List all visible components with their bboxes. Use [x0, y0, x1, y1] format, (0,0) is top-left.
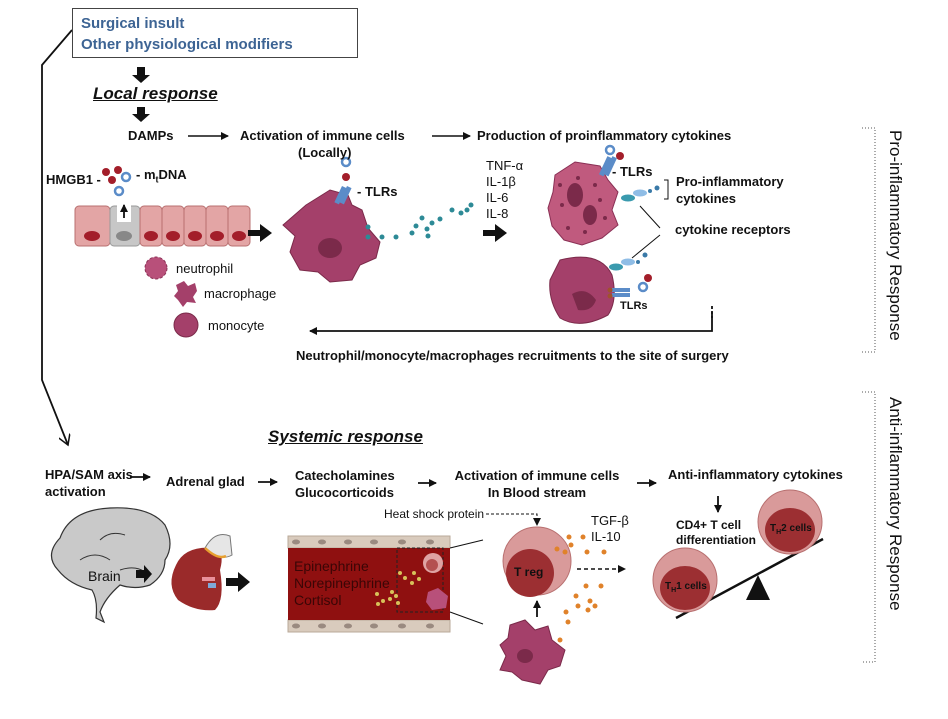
recruitment-label: Neutrophil/monocyte/macrophages recruitm…: [296, 348, 729, 363]
trigger-line-1: Surgical insult: [81, 15, 185, 32]
treg-cell: [502, 526, 572, 597]
neutrophil-legend-icon: [144, 256, 168, 280]
cytokine-il8: IL-8: [486, 206, 509, 221]
legend-macrophage: macrophage: [204, 286, 277, 301]
pro-cytokines-line-1: Pro-inflammatory: [676, 174, 784, 189]
macrophage-legend-icon: [174, 281, 197, 307]
flow-hpa: HPA/SAM axis activation: [45, 466, 133, 500]
tlrs-label-macrophage: - TLRs: [357, 184, 398, 199]
th2-cell: [757, 489, 823, 555]
anti-cytokine-list: TGF-β IL-10: [591, 513, 629, 545]
hormone-norepinephrine: Norepinephrine: [294, 575, 390, 591]
mtdna-prefix: - m: [136, 167, 156, 182]
trigger-box: Surgical insult Other physiological modi…: [72, 8, 358, 58]
th2-label: TH2 cells: [770, 523, 812, 536]
hormone-epinephrine: Epinephrine: [294, 558, 369, 574]
brain-illustration: [50, 507, 171, 624]
local-response-title: Local response: [93, 84, 218, 103]
th1-suffix: 1 cells: [676, 581, 707, 592]
flow-adrenal: Adrenal glad: [166, 474, 245, 489]
mtdna-sub: t: [155, 174, 159, 185]
flow-catecholamines-line-1: Catecholamines: [295, 468, 395, 483]
systemic-response-title: Systemic response: [268, 427, 423, 446]
recruitment-arrow: [309, 312, 713, 335]
cytokine-il1b: IL-1β: [486, 174, 516, 189]
cd4-label: CD4+ T cell differentiation: [676, 518, 756, 548]
seesaw-fulcrum: [746, 575, 770, 600]
systemic-macrophage: [499, 619, 566, 685]
legend-monocyte: monocyte: [208, 318, 265, 333]
activated-neutrophil: [547, 144, 660, 246]
flow-damps: DAMPs: [128, 128, 174, 143]
anti-inflammatory-side-label: Anti-inflammatory Response: [886, 397, 905, 611]
th2-suffix: 2 cells: [781, 523, 812, 534]
flow-activation: Activation of immune cells: [240, 128, 405, 143]
tlrs-label-neutrophil: - TLRs: [612, 164, 653, 179]
adrenal-kidney-illustration: [171, 534, 233, 611]
th1-label: TH1 cells: [665, 581, 707, 594]
pro-cytokine-bracket: [664, 179, 669, 200]
systemic-connector-line: [41, 29, 73, 445]
heat-shock-arrow: [486, 513, 541, 526]
hormone-list: Epinephrine Norepinephrine Cortisol: [294, 558, 390, 609]
flow-hpa-line-1: HPA/SAM axis: [45, 467, 133, 482]
pro-bracket: [862, 127, 876, 353]
cytokine-receptors-label: cytokine receptors: [675, 222, 791, 237]
flow-activation-blood: Activation of immune cells In Blood stre…: [442, 467, 632, 501]
trigger-line-2: Other physiological modifiers: [81, 36, 293, 53]
zoom-line-bottom: [449, 611, 484, 625]
flow-locally: (Locally): [298, 145, 352, 160]
cytokine-tgfb: TGF-β: [591, 513, 629, 528]
down-arrow-1: [132, 67, 150, 83]
mtdna-suffix: DNA: [158, 167, 187, 182]
pro-cytokines-label: Pro-inflammatory cytokines: [676, 173, 784, 207]
th1-cell: [652, 547, 718, 613]
anti-bracket: [862, 391, 876, 663]
flow-production: Production of proinflammatory cytokines: [477, 128, 732, 143]
activated-macrophage: [282, 156, 381, 283]
hormone-cortisol: Cortisol: [294, 592, 342, 608]
th2-sub: H: [776, 529, 782, 536]
mtdna-label: - mtDNA: [136, 167, 187, 185]
activated-monocyte: [549, 252, 652, 324]
zoom-line-top: [449, 539, 484, 549]
flow-hpa-line-2: activation: [45, 484, 106, 499]
flow-activation-blood-line-1: Activation of immune cells: [454, 468, 620, 483]
tlrs-label-monocyte: TLRs: [620, 300, 648, 312]
cytokine-il6: IL-6: [486, 190, 509, 205]
block-arrow-kidney: [226, 572, 250, 592]
flow-anti-cytokines: Anti-inflammatory cytokines: [668, 467, 843, 482]
treg-label: T reg: [514, 565, 544, 579]
teal-cytokine-dots: [365, 202, 474, 240]
block-arrow-1: [248, 224, 272, 242]
pro-cytokines-line-2: cytokines: [676, 191, 736, 206]
heat-shock-label: Heat shock protein: [384, 507, 485, 521]
pro-inflammatory-side-label: Pro-inflammatory Response: [886, 130, 905, 341]
systemic-macrophage-nucleus: [517, 649, 533, 663]
monocyte-legend-icon: [173, 312, 199, 338]
receptor-pointer-2: [631, 234, 661, 259]
damp-particles: [102, 166, 132, 197]
th2-prefix: T: [770, 523, 777, 534]
block-arrow-2: [483, 224, 507, 242]
cytokine-il10: IL-10: [591, 529, 621, 544]
hmgb1-label: HMGB1 -: [46, 172, 101, 187]
legend-neutrophil: neutrophil: [176, 261, 234, 276]
flow-catecholamines: Catecholamines Glucocorticoids: [295, 467, 395, 501]
brain-label: Brain: [88, 568, 121, 584]
cd4-line-2: differentiation: [676, 533, 756, 547]
blood-vessel: [287, 535, 451, 633]
flow-catecholamines-line-2: Glucocorticoids: [295, 485, 394, 500]
th1-prefix: T: [665, 581, 672, 592]
cd4-line-1: CD4+ T cell: [676, 518, 742, 532]
down-arrow-2: [132, 107, 150, 122]
pro-cytokine-list: TNF-α IL-1β IL-6 IL-8: [486, 158, 523, 222]
receptor-pointer-1: [639, 205, 661, 229]
flow-activation-blood-line-2: In Blood stream: [487, 485, 587, 500]
th1-sub: H: [671, 587, 677, 594]
cytokine-tnf: TNF-α: [486, 158, 524, 173]
epithelium-cells: [74, 202, 251, 247]
block-arrow-brain: [136, 565, 152, 583]
